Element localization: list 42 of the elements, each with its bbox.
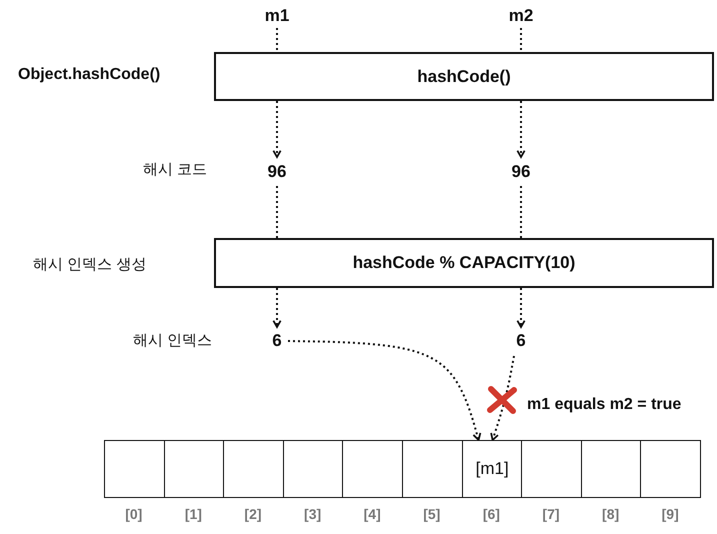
index-label: [5] xyxy=(422,506,442,522)
index-label: [0] xyxy=(124,506,144,522)
array-cell xyxy=(164,440,225,498)
array-cell xyxy=(640,440,702,498)
step-label: 해시 코드 xyxy=(143,160,208,179)
box-label: hashCode() xyxy=(417,66,511,86)
index-label: [1] xyxy=(184,506,203,522)
array-cell xyxy=(282,440,344,498)
array-cell xyxy=(104,440,166,498)
value-text: 96 xyxy=(262,160,292,184)
value-text: 96 xyxy=(506,160,536,184)
process-box xyxy=(214,52,714,101)
cell-value: [m1] xyxy=(476,459,509,479)
dotted-arrow xyxy=(288,340,482,441)
step-label: 해시 인덱스 xyxy=(133,331,212,350)
array-cell xyxy=(223,440,284,498)
array-cell xyxy=(342,440,404,498)
index-label: [8] xyxy=(601,506,620,522)
array-cell xyxy=(580,440,642,498)
index-label: [7] xyxy=(541,506,561,522)
index-label: [2] xyxy=(243,506,263,522)
dotted-arrow xyxy=(272,288,282,328)
note-text: m1 equals m2 = true xyxy=(527,396,682,414)
box-label: hashCode % CAPACITY(10) xyxy=(352,253,576,273)
step-label: 해시 인덱스 생성 xyxy=(33,255,146,274)
value-text: 6 xyxy=(512,330,530,352)
value-text: m2 xyxy=(508,6,534,26)
array-cell xyxy=(521,440,582,498)
index-label: [3] xyxy=(303,506,322,522)
method-label: Object.hashCode() xyxy=(18,66,160,84)
dotted-arrow xyxy=(272,101,282,158)
value-text: m1 xyxy=(264,6,290,26)
index-label: [4] xyxy=(362,506,382,522)
process-box xyxy=(214,238,714,288)
index-label: [6] xyxy=(482,506,501,522)
index-label: [9] xyxy=(660,506,680,522)
array-cell xyxy=(462,440,523,498)
dotted-arrow xyxy=(516,288,526,328)
dotted-arrow xyxy=(516,101,526,158)
array-cell xyxy=(402,440,464,498)
dotted-arrow xyxy=(490,356,515,441)
value-text: 6 xyxy=(268,330,286,352)
